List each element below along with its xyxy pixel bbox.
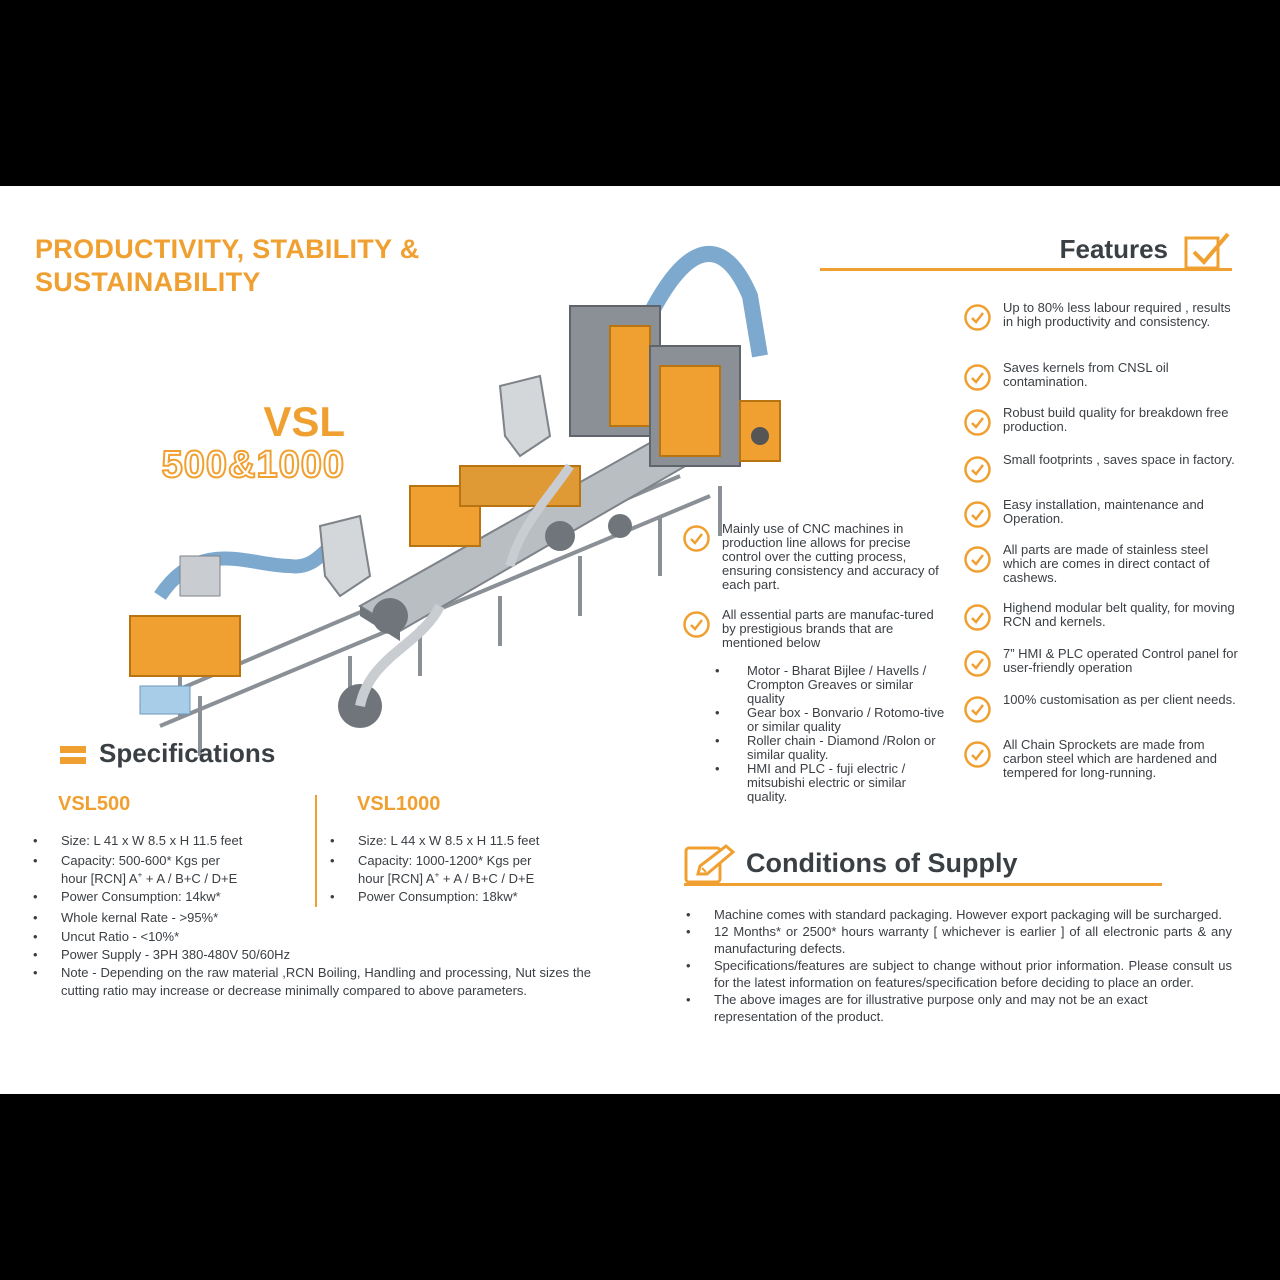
spec-item: •Size: L 44 x W 8.5 x H 11.5 feet	[330, 833, 540, 848]
condition-item: •12 Months* or 2500* hours warranty [ wh…	[686, 924, 1232, 956]
spec-item: •Power Consumption: 18kw*	[330, 889, 518, 904]
spec-item: •Power Consumption: 14kw*	[33, 889, 221, 904]
feature-text: Robust build quality for breakdown free …	[1003, 405, 1229, 434]
column-divider	[315, 795, 317, 907]
brand-item: •HMI and PLC - fuji electric / mitsubish…	[715, 761, 906, 804]
check-circle-icon	[964, 456, 991, 483]
spec-item: •Whole kernal Rate - >95%*	[33, 910, 219, 925]
feature-text: Small footprints , saves space in factor…	[1003, 452, 1235, 467]
feature-item: Easy installation, maintenance and Opera…	[964, 498, 1244, 528]
brand-item: •Roller chain - Diamond /Rolon or simila…	[715, 733, 936, 762]
headline-line-1: PRODUCTIVITY, STABILITY &	[35, 234, 420, 264]
check-circle-icon	[964, 741, 991, 768]
specifications-title: Specifications	[99, 738, 276, 768]
feature-item: Up to 80% less labour required , results…	[964, 301, 1244, 331]
conditions-list: •Machine comes with standard packaging. …	[686, 906, 1232, 1025]
check-circle-icon	[964, 604, 991, 631]
check-circle-icon	[964, 409, 991, 436]
feature-item: All parts are made of stainless steel wh…	[964, 543, 1244, 585]
check-circle-icon	[964, 364, 991, 391]
feature-item: All essential parts are manufac-tured by…	[683, 608, 945, 650]
feature-item: All Chain Sprockets are made from carbon…	[964, 738, 1244, 780]
check-circle-icon	[964, 650, 991, 677]
model-variants: 500&1000	[161, 443, 345, 487]
vsl1000-heading: VSL1000	[357, 793, 441, 815]
model-name-block: VSL 500&1000	[100, 398, 345, 488]
check-circle-icon	[683, 525, 710, 552]
feature-text: 100% customisation as per client needs.	[1003, 692, 1236, 707]
check-circle-icon	[964, 546, 991, 573]
feature-text: Saves kernels from CNSL oil contaminatio…	[1003, 360, 1169, 389]
spec-item: •Uncut Ratio - <10%*	[33, 929, 180, 944]
headline-line-2: SUSTAINABILITY	[35, 267, 261, 297]
feature-item: Saves kernels from CNSL oil contaminatio…	[964, 361, 1244, 391]
specifications-icon	[60, 746, 86, 764]
feature-item: Highend modular belt quality, for moving…	[964, 601, 1244, 631]
check-circle-icon	[683, 611, 710, 638]
feature-text: Highend modular belt quality, for moving…	[1003, 600, 1235, 629]
brand-item: •Gear box - Bonvario / Rotomo-tive or si…	[715, 705, 945, 734]
feature-item: Small footprints , saves space in factor…	[964, 453, 1235, 483]
check-circle-icon	[964, 304, 991, 331]
vsl500-heading: VSL500	[58, 793, 131, 815]
feature-text: 7” HMI & PLC operated Control panel for …	[1003, 646, 1238, 675]
conditions-title: Conditions of Supply	[746, 848, 1018, 878]
feature-text: Mainly use of CNC machines in production…	[722, 521, 939, 592]
condition-item: •The above images are for illustrative p…	[686, 992, 1148, 1024]
brand-item: •Motor - Bharat Bijlee / Havells / Cromp…	[715, 663, 927, 706]
checkbox-icon	[1184, 232, 1230, 270]
feature-text: All essential parts are manufac-tured by…	[722, 607, 934, 650]
feature-item: Mainly use of CNC machines in production…	[683, 522, 945, 592]
model-name: VSL	[263, 398, 345, 445]
production-line-illustration	[129, 245, 781, 756]
features-rule	[820, 268, 1232, 271]
condition-item: •Specifications/features are subject to …	[686, 958, 1232, 990]
conditions-rule	[684, 883, 1162, 886]
feature-item: Robust build quality for breakdown free …	[964, 406, 1244, 436]
feature-text: Up to 80% less labour required , results…	[1003, 300, 1231, 329]
features-title: Features	[1059, 234, 1168, 264]
edit-pencil-icon	[684, 844, 736, 884]
feature-text: Easy installation, maintenance and Opera…	[1003, 497, 1204, 526]
brochure-page: PRODUCTIVITY, STABILITY & SUSTAINABILITY	[0, 186, 1280, 1094]
brands-list: •Motor - Bharat Bijlee / Havells / Cromp…	[715, 664, 947, 804]
feature-text: All Chain Sprockets are made from carbon…	[1003, 737, 1217, 780]
spec-note: •Note - Depending on the raw material ,R…	[33, 965, 591, 998]
spec-item: •Power Supply - 3PH 380-480V 50/60Hz	[33, 947, 291, 962]
feature-item: 7” HMI & PLC operated Control panel for …	[964, 647, 1244, 677]
page-headline: PRODUCTIVITY, STABILITY & SUSTAINABILITY	[35, 233, 475, 299]
feature-item: 100% customisation as per client needs.	[964, 693, 1236, 723]
spec-item: •Size: L 41 x W 8.5 x H 11.5 feet	[33, 833, 243, 848]
condition-item: •Machine comes with standard packaging. …	[686, 907, 1222, 922]
check-circle-icon	[964, 696, 991, 723]
feature-text: All parts are made of stainless steel wh…	[1003, 542, 1210, 585]
check-circle-icon	[964, 501, 991, 528]
